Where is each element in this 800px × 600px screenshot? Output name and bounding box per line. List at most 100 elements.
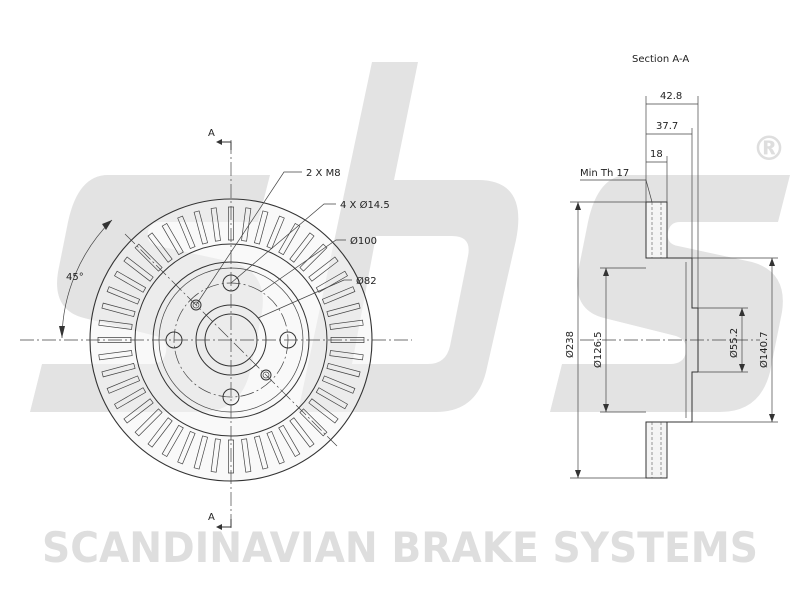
ventilation-slot — [161, 424, 184, 457]
section-marker-bottom: A — [208, 512, 215, 523]
section-view: Section A-A 42.8 37.7 18 Min Th 17 Ø2 — [564, 54, 778, 479]
section-arrowhead-top — [216, 139, 222, 145]
ventilation-slot — [321, 286, 356, 305]
pcd-label: Ø100 — [350, 235, 377, 247]
ventilation-slot — [101, 302, 136, 318]
center-bore-label: Ø55.2 — [728, 328, 740, 358]
section-vanes — [651, 202, 662, 478]
section-arrowhead-bottom — [216, 524, 222, 530]
ventilation-slot — [299, 243, 328, 272]
ventilation-slot — [228, 439, 234, 474]
ventilation-slot — [106, 286, 141, 305]
dim-140-7-arrow-bottom — [769, 414, 775, 422]
hat-height-label: 37.7 — [656, 121, 678, 132]
bolt-holes-label: 4 X Ø14.5 — [340, 199, 390, 211]
leader-pcd — [260, 239, 346, 293]
angle-arrowhead-a — [59, 326, 65, 338]
ventilation-slot — [106, 375, 141, 394]
leader-hub-bore — [257, 279, 352, 319]
dim-126-5-arrow-top — [603, 268, 609, 276]
diagonal-center-line — [124, 233, 338, 447]
leader-min-thickness — [580, 179, 653, 203]
dim-55-2-arrow-top — [739, 308, 745, 316]
ventilation-slot — [210, 207, 221, 242]
ventilation-slot — [134, 243, 163, 272]
ventilation-slot — [147, 232, 173, 263]
ventilation-slot — [98, 350, 133, 361]
hub-bore-label: Ø82 — [356, 275, 377, 287]
ventilation-slot — [308, 398, 339, 424]
ventilation-slot — [193, 435, 209, 470]
dim-238-arrow-top — [575, 202, 581, 210]
total-height-label: 42.8 — [660, 91, 682, 102]
section-marker-top-arrow — [221, 141, 232, 150]
watermark-s-right — [550, 175, 790, 412]
ventilation-slot — [329, 319, 364, 330]
dim-126-5-arrow-bottom — [603, 404, 609, 412]
bolt-threads-label: 2 X M8 — [306, 168, 341, 179]
ventilation-slot — [241, 207, 252, 242]
section-marker-top: A — [208, 128, 215, 139]
ventilation-slots — [97, 206, 365, 474]
ventilation-slot — [266, 215, 285, 250]
ventilation-slot — [210, 438, 221, 473]
ventilation-slot — [123, 398, 154, 424]
ventilation-slot — [97, 337, 132, 343]
registered-mark: ® — [752, 129, 786, 169]
disc-thickness-label: 18 — [650, 149, 663, 160]
dim-238-arrow-bottom — [575, 470, 581, 478]
friction-ring-upper — [645, 201, 668, 259]
thread-hole-lower-right-inner — [262, 371, 270, 379]
company-name-watermark: SCANDINAVIAN BRAKE SYSTEMS — [42, 523, 758, 572]
ventilation-slot — [177, 215, 196, 250]
ventilation-slot — [253, 210, 269, 245]
dim-55-2-arrow-bottom — [739, 364, 745, 372]
ventilation-slot — [278, 223, 301, 256]
ventilation-slot — [329, 350, 364, 361]
friction-ring-lower — [645, 421, 668, 479]
leader-bolt-holes — [230, 203, 336, 284]
hat-profile-upper — [667, 257, 698, 309]
ventilation-slot — [123, 256, 154, 282]
ventilation-slot — [326, 302, 361, 318]
leader-bolt-threads — [195, 171, 302, 306]
outer-diameter-label: Ø238 — [564, 331, 576, 358]
inner-diameter-label: Ø126.5 — [592, 332, 604, 369]
angle-arc — [61, 219, 113, 339]
ventilation-slot — [241, 438, 252, 473]
min-thickness-label: Min Th 17 — [580, 168, 629, 179]
thread-hole-upper-left-inner — [192, 301, 200, 309]
ventilation-slot — [193, 210, 209, 245]
ventilation-slot — [278, 424, 301, 457]
ventilation-slot — [134, 408, 163, 437]
ventilation-slot — [308, 256, 339, 282]
front-view: A A 2 X M8 4 X Ø14.5 Ø100 Ø82 45° — [20, 128, 412, 530]
ventilation-slot — [98, 319, 133, 330]
section-title: Section A-A — [632, 54, 689, 65]
ventilation-slot — [147, 417, 173, 448]
ventilation-slot — [253, 435, 269, 470]
ventilation-slot — [114, 270, 147, 293]
ventilation-slot — [326, 362, 361, 378]
hat-profile-lower — [667, 371, 698, 423]
ventilation-slot — [228, 206, 234, 241]
ventilation-slot — [266, 430, 285, 465]
ventilation-slot — [315, 270, 348, 293]
hat-diameter-label: Ø140.7 — [758, 332, 770, 369]
ventilation-slot — [161, 223, 184, 256]
thread-hole-upper-left — [190, 299, 202, 311]
dim-140-7-arrow-top — [769, 258, 775, 266]
ventilation-slot — [321, 375, 356, 394]
angle-arrowhead-b — [102, 220, 112, 230]
section-marker-bottom-arrow — [221, 519, 232, 528]
ventilation-slot — [114, 387, 147, 410]
angle-label: 45° — [66, 272, 84, 283]
ventilation-slot — [177, 430, 196, 465]
ventilation-slot — [299, 408, 328, 437]
ventilation-slot — [101, 362, 136, 378]
ventilation-slot — [289, 232, 315, 263]
ventilation-slot — [315, 387, 348, 410]
ventilation-slot — [330, 337, 365, 343]
thread-hole-lower-right — [260, 369, 272, 381]
